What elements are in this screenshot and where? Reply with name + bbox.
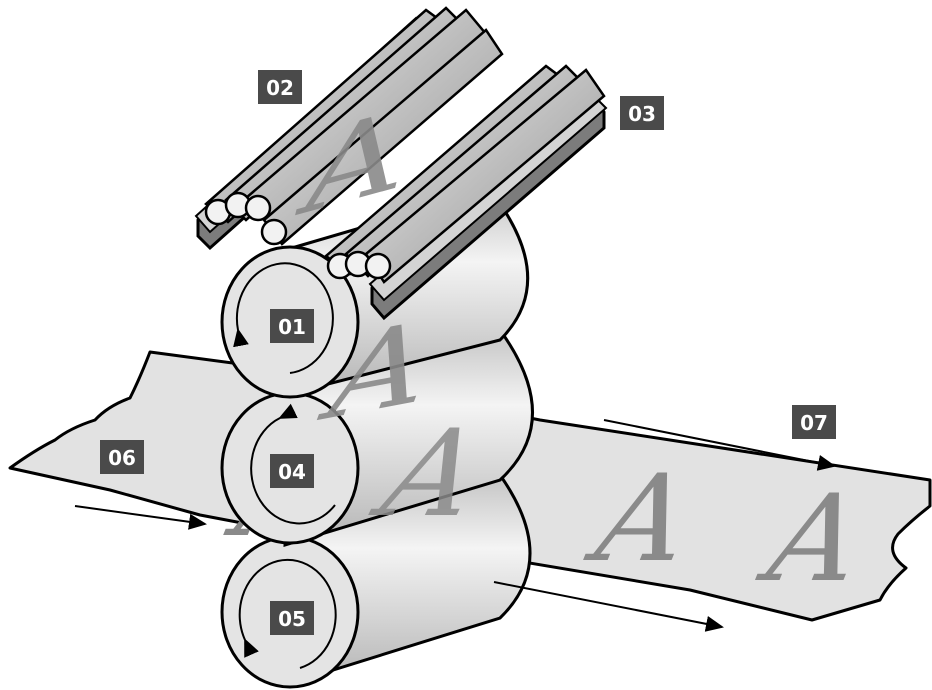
direction-arrow-in xyxy=(74,505,207,530)
rotation-arrow-05 xyxy=(238,558,337,669)
direction-arrow-out-top xyxy=(603,419,836,471)
rotation-arrow-04 xyxy=(250,403,336,525)
label-07: 07 xyxy=(792,405,836,439)
label-06: 06 xyxy=(100,440,144,474)
svg-text:01: 01 xyxy=(278,315,306,339)
paper-direction-arrows xyxy=(74,419,836,632)
label-04: 04 xyxy=(270,454,314,488)
svg-text:06: 06 xyxy=(108,446,136,470)
rotation-arrow-01 xyxy=(233,262,334,374)
svg-text:02: 02 xyxy=(266,76,294,100)
dampening-rollers xyxy=(324,64,608,321)
svg-text:03: 03 xyxy=(628,102,656,126)
svg-text:04: 04 xyxy=(278,460,306,484)
svg-text:07: 07 xyxy=(800,411,828,435)
label-05: 05 xyxy=(270,601,314,635)
direction-arrow-out-bottom xyxy=(493,581,724,632)
label-03: 03 xyxy=(620,96,664,130)
label-02: 02 xyxy=(258,70,302,104)
label-01: 01 xyxy=(270,309,314,343)
svg-text:05: 05 xyxy=(278,607,306,631)
inking-rollers xyxy=(194,6,504,251)
